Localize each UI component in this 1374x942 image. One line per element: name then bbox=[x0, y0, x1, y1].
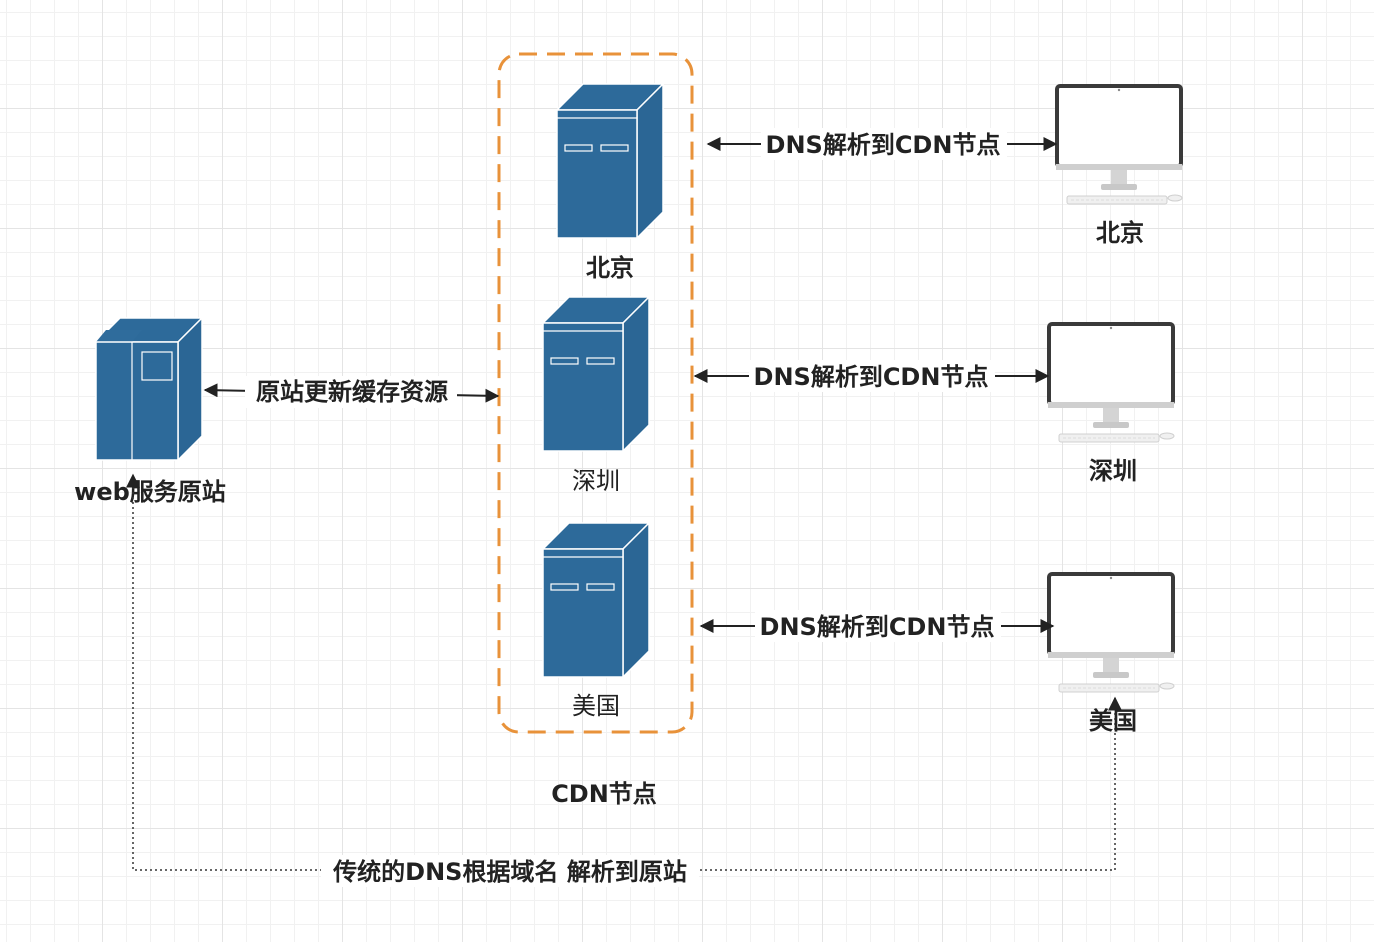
dns-link-label: DNS解析到CDN节点 bbox=[766, 131, 1001, 159]
traditional-dns-label: 传统的DNS根据域名 解析到原站 bbox=[332, 858, 687, 886]
cdn-node-label: 美国 bbox=[572, 692, 620, 720]
cdn-shenzhen-server-icon bbox=[542, 296, 650, 452]
client-usa-computer-icon bbox=[1046, 572, 1176, 694]
client-beijing-computer-icon bbox=[1054, 84, 1184, 206]
client-label: 深圳 bbox=[1089, 457, 1137, 485]
cdn-usa-server-icon bbox=[542, 522, 650, 678]
origin-link-label: 原站更新缓存资源 bbox=[256, 378, 448, 406]
dns-link-label: DNS解析到CDN节点 bbox=[754, 363, 989, 391]
traditional-dns-path bbox=[126, 473, 1122, 871]
cdn-group-label: CDN节点 bbox=[551, 780, 657, 808]
dns-link-label: DNS解析到CDN节点 bbox=[760, 613, 995, 641]
client-shenzhen-computer-icon bbox=[1046, 322, 1176, 444]
cdn-node-label: 北京 bbox=[586, 254, 634, 282]
cdn-beijing-server-icon bbox=[556, 83, 664, 239]
client-label: 美国 bbox=[1089, 707, 1137, 735]
origin-label: web服务原站 bbox=[74, 478, 226, 506]
web-server-icon bbox=[94, 316, 204, 462]
client-label: 北京 bbox=[1096, 219, 1144, 247]
cdn-node-label: 深圳 bbox=[572, 467, 620, 495]
